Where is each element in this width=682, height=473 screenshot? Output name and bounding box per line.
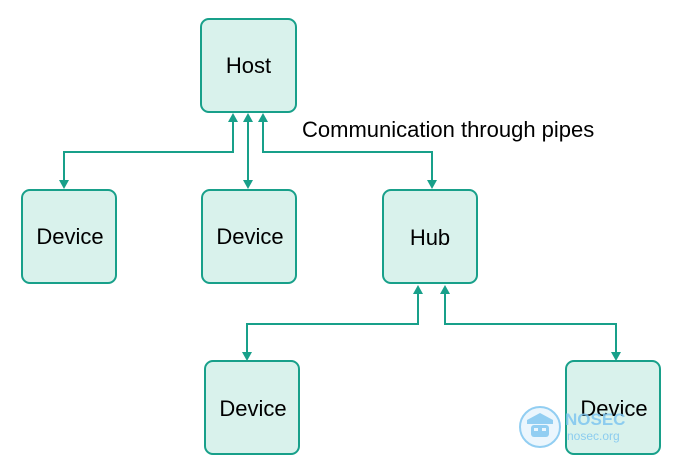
node-host-box bbox=[200, 18, 297, 113]
watermark-subtitle: nosec.org bbox=[567, 429, 620, 443]
node-device-left: Device bbox=[21, 189, 117, 284]
connector-hub-device-bottom-right bbox=[444, 292, 617, 354]
node-device-left-label: Device bbox=[36, 224, 103, 249]
diagram-caption: Communication through pipes bbox=[302, 117, 594, 142]
arrow-down-device-mid bbox=[243, 180, 253, 189]
node-device-bottom-left: Device bbox=[204, 360, 300, 455]
node-device-mid-box bbox=[201, 189, 297, 284]
node-host-label: Host bbox=[226, 53, 271, 78]
arrow-up-host-3 bbox=[258, 113, 268, 122]
arrow-down-device-bottom-left bbox=[242, 352, 252, 361]
connector-host-device-left bbox=[63, 120, 234, 182]
node-device-bottom-left-box bbox=[204, 360, 300, 455]
connectors bbox=[59, 113, 621, 361]
node-device-mid-label: Device bbox=[216, 224, 283, 249]
connector-host-hub bbox=[262, 120, 433, 182]
nosec-watermark: NOSEC nosec.org bbox=[519, 406, 625, 448]
arrow-down-device-bottom-right bbox=[611, 352, 621, 361]
node-device-left-box bbox=[21, 189, 117, 284]
node-hub-label: Hub bbox=[410, 225, 450, 250]
arrow-up-hub-2 bbox=[440, 285, 450, 294]
node-host: Host bbox=[200, 18, 297, 113]
node-device-bottom-left-label: Device bbox=[219, 396, 286, 421]
connector-hub-device-bottom-left bbox=[246, 292, 419, 354]
node-device-mid: Device bbox=[201, 189, 297, 284]
arrow-down-hub bbox=[427, 180, 437, 189]
node-device-bottom-right-label: Device bbox=[580, 396, 647, 421]
node-hub-box bbox=[382, 189, 478, 284]
node-hub: Hub bbox=[382, 189, 478, 284]
node-device-bottom-right-box bbox=[565, 360, 661, 455]
arrow-down-device-left bbox=[59, 180, 69, 189]
watermark-title: NOSEC bbox=[565, 410, 625, 429]
arrow-up-hub-1 bbox=[413, 285, 423, 294]
arrow-up-host-2 bbox=[243, 113, 253, 122]
nosec-logo-icon bbox=[519, 406, 561, 448]
arrow-up-host-1 bbox=[228, 113, 238, 122]
node-device-bottom-right: Device bbox=[565, 360, 661, 455]
